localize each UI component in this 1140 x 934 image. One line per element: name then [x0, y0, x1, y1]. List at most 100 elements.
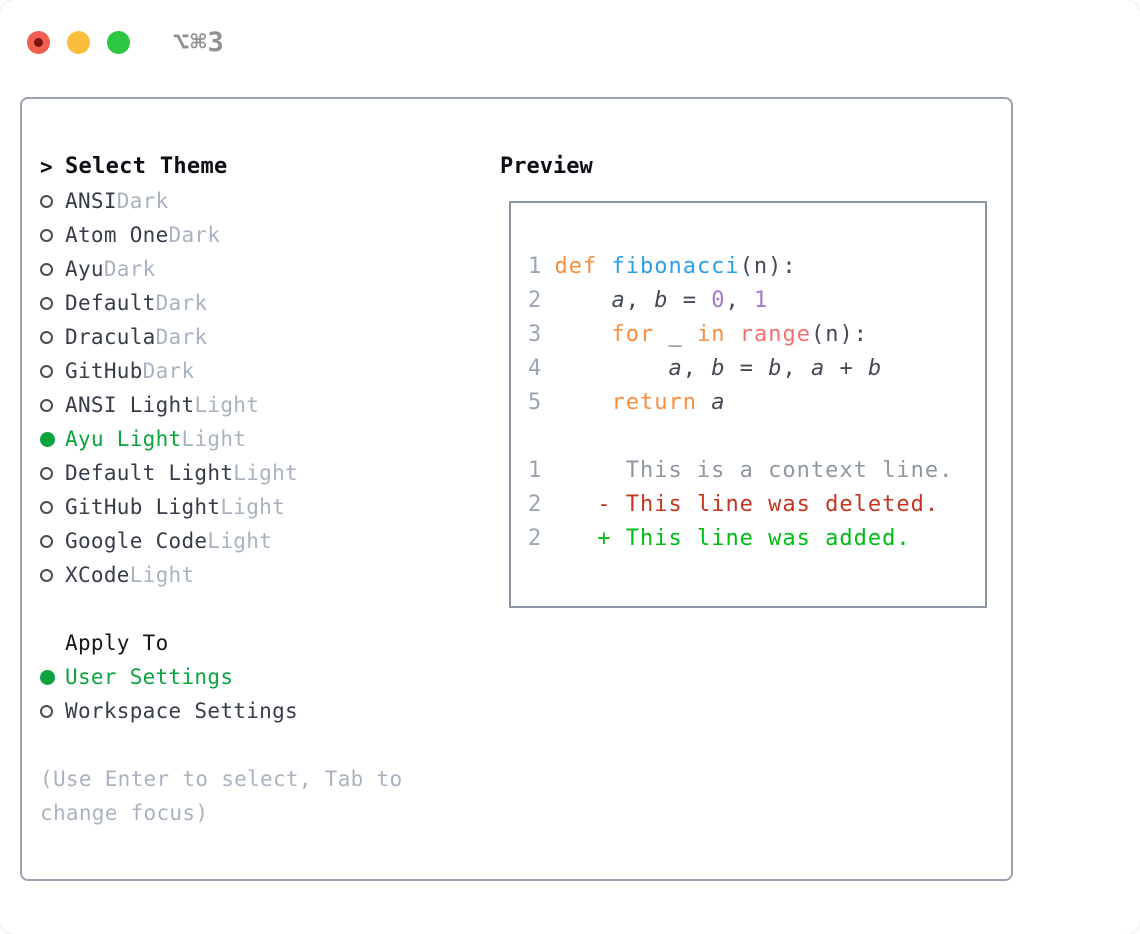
apply-option-user-settings[interactable]: User Settings: [40, 660, 402, 694]
code-token: a: [711, 390, 726, 415]
theme-name: XCode: [65, 563, 130, 587]
code-token: - This line was deleted.: [597, 492, 940, 517]
window-shortcut-label: ⌥⌘3: [173, 27, 225, 58]
code-line: 2 - This line was deleted.: [528, 488, 985, 522]
theme-name: GitHub: [65, 359, 143, 383]
code-token: (n):: [810, 322, 868, 347]
code-token: a: [611, 288, 626, 313]
help-line: change focus): [40, 801, 209, 825]
theme-variant-label: Dark: [142, 359, 195, 383]
line-number: 1: [528, 254, 543, 279]
apply-option-workspace-settings[interactable]: Workspace Settings: [40, 694, 402, 728]
theme-variant-label: Light: [220, 495, 286, 519]
line-number: 1: [528, 458, 543, 483]
code-token: fibonacci: [611, 254, 740, 279]
code-token: b: [711, 356, 726, 381]
line-number: 3: [528, 322, 543, 347]
theme-name: ANSI: [65, 189, 117, 213]
line-number: 2: [528, 288, 543, 313]
code-token: a: [810, 356, 826, 381]
theme-name: Ayu: [65, 257, 104, 281]
theme-option-xcode-light[interactable]: XCode Light: [40, 558, 402, 592]
line-number: 2: [528, 526, 543, 551]
theme-option-ansi-light-light[interactable]: ANSI Light Light: [40, 388, 402, 422]
apply-option-label: Workspace Settings: [65, 699, 298, 723]
theme-option-atom-one-dark[interactable]: Atom One Dark: [40, 218, 402, 252]
theme-option-dracula-dark[interactable]: Dracula Dark: [40, 320, 402, 354]
zoom-button[interactable]: [107, 31, 130, 54]
radio-icon: [40, 568, 53, 582]
code-line: 2 a, b = 0, 1: [528, 284, 985, 318]
theme-option-default-dark[interactable]: Default Dark: [40, 286, 402, 320]
select-theme-title: Select Theme: [65, 154, 228, 179]
preview-title: Preview: [500, 154, 593, 179]
code-token: in: [696, 322, 726, 347]
code-token: 1: [753, 288, 769, 313]
line-number: 4: [528, 356, 543, 381]
theme-option-ansi-dark[interactable]: ANSI Dark: [40, 184, 402, 218]
code-token: ,: [682, 356, 712, 381]
theme-name: Dracula: [65, 325, 156, 349]
close-button[interactable]: [27, 31, 50, 54]
code-line: 1 This is a context line.: [528, 454, 985, 488]
code-line: [528, 420, 985, 454]
code-token: for: [611, 322, 655, 347]
code-line: 3 for _ in range(n):: [528, 318, 985, 352]
radio-icon: [40, 228, 53, 242]
code-token: [554, 322, 611, 347]
code-token: range: [739, 322, 811, 347]
code-token: [554, 390, 611, 415]
theme-name: Default: [65, 291, 156, 315]
radio-icon: [40, 296, 53, 310]
code-line: 4 a, b = b, a + b: [528, 352, 985, 386]
radio-icon: [40, 194, 53, 208]
theme-option-default-light-light[interactable]: Default Light Light: [40, 456, 402, 490]
theme-variant-label: Dark: [103, 257, 156, 281]
code-token: [554, 288, 611, 313]
code-token: [697, 390, 711, 415]
line-number: 5: [528, 390, 543, 415]
theme-name: Default Light: [65, 461, 234, 485]
theme-variant-label: Light: [233, 461, 298, 485]
code-token: ,: [725, 288, 754, 313]
theme-option-ayu-light-light[interactable]: Ayu Light Light: [40, 422, 402, 456]
theme-option-ayu-dark[interactable]: Ayu Dark: [40, 252, 402, 286]
code-token: (n):: [739, 254, 797, 279]
code-token: + This line was added.: [597, 526, 911, 551]
theme-name: Google Code: [65, 529, 208, 553]
radio-icon: [40, 330, 53, 344]
radio-icon: [40, 534, 53, 548]
code-line: 5 return a: [528, 386, 985, 420]
code-token: a: [668, 356, 683, 381]
code-token: _: [654, 322, 697, 347]
theme-option-google-code-light[interactable]: Google Code Light: [40, 524, 402, 558]
theme-option-github-light-light[interactable]: GitHub Light Light: [40, 490, 402, 524]
minimize-button[interactable]: [67, 31, 90, 54]
help-line: (Use Enter to select, Tab to: [40, 767, 403, 791]
radio-icon: [40, 262, 53, 276]
theme-option-github-dark[interactable]: GitHub Dark: [40, 354, 402, 388]
code-token: ,: [782, 356, 811, 381]
apply-to-header: Apply To: [40, 626, 402, 660]
theme-variant-label: Light: [194, 393, 260, 417]
theme-variant-label: Light: [181, 427, 247, 451]
radio-icon: [40, 466, 53, 480]
line-number: 2: [528, 492, 543, 517]
theme-variant-label: Light: [207, 529, 273, 553]
theme-name: Ayu Light: [65, 427, 182, 451]
code-token: b: [654, 288, 669, 313]
code-line: 2 + This line was added.: [528, 522, 985, 556]
theme-variant-label: Dark: [155, 291, 208, 315]
code-token: ,: [625, 288, 655, 313]
theme-name: Atom One: [65, 223, 169, 247]
theme-name: ANSI Light: [65, 393, 195, 417]
code-token: =: [668, 288, 712, 313]
